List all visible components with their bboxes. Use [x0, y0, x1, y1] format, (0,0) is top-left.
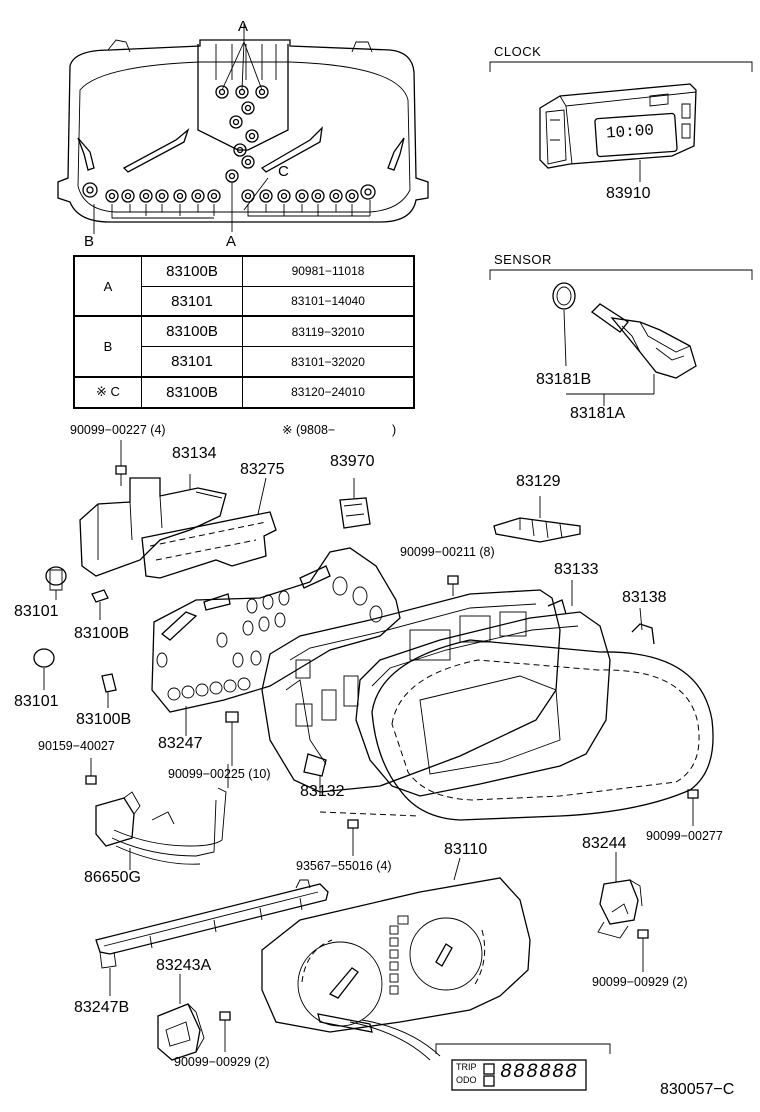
label-screw-00227: 90099−00227 (4): [70, 423, 166, 437]
label-83110: 83110: [444, 841, 488, 858]
cluster-exploded-view: [33, 440, 714, 870]
label-screw-00929-left: 90099−00929 (2): [174, 1055, 270, 1069]
label-83244: 83244: [582, 835, 627, 852]
table-ref-cell: 90981−11018: [242, 255, 415, 287]
label-83243a: 83243A: [156, 957, 212, 974]
label-date-note: ※ (9808−: [282, 423, 336, 437]
lcd-odo-label: ODO: [456, 1075, 477, 1085]
label-screw-55016: 93567−55016 (4): [296, 859, 392, 873]
label-screw-00211: 90099−00211 (8): [400, 545, 495, 559]
table-part-cell: 83100B: [141, 255, 243, 287]
table-group-cell: B: [73, 315, 142, 378]
table-part-cell: 83100B: [141, 376, 243, 409]
table-ref-cell: 83101−14040: [242, 285, 415, 317]
table-ref-cell: 83120−24010: [242, 376, 415, 409]
label-83101-lower: 83101: [14, 693, 59, 710]
table-part-cell: 83101: [141, 346, 243, 378]
clock-display-time: 10:00: [605, 121, 655, 143]
table-ref-cell: 83101−32020: [242, 346, 415, 378]
label-83101-upper: 83101: [14, 603, 59, 620]
table-row: B 83100B 83119−32010: [73, 315, 415, 378]
label-83970: 83970: [330, 453, 375, 470]
callout-a-top: A: [238, 18, 249, 35]
table-row: ※ C 83100B 83120−24010: [73, 376, 415, 409]
table-part-cell: 83101: [141, 285, 243, 317]
clock-header: CLOCK: [494, 44, 542, 59]
label-83129: 83129: [516, 473, 561, 490]
label-83247b: 83247B: [74, 999, 130, 1016]
callout-a-bottom: A: [226, 233, 237, 250]
label-83132: 83132: [300, 783, 345, 800]
sensor-part-b: 83181B: [536, 371, 592, 388]
label-83247: 83247: [158, 735, 203, 752]
clock-assembly: [489, 61, 753, 182]
label-screw-40027: 90159−40027: [38, 739, 115, 753]
lcd-digits: 888888: [500, 1061, 579, 1084]
table-group-cell: ※ C: [73, 376, 142, 409]
label-83100b-lower: 83100B: [76, 711, 132, 728]
label-date-paren: ): [392, 423, 397, 437]
table-row: 83101 83101−14040: [74, 285, 415, 317]
table-row: A 83100B 90981−11018: [73, 255, 415, 317]
sensor-header: SENSOR: [494, 252, 552, 267]
label-83275: 83275: [240, 461, 285, 478]
label-screw-00929-right: 90099−00929 (2): [592, 975, 688, 989]
table-ref-cell: 83119−32010: [242, 315, 415, 348]
sensor-assembly: [489, 269, 753, 406]
lcd-trip-label: TRIP: [456, 1062, 477, 1072]
label-screw-00225: 90099−00225 (10): [168, 767, 271, 781]
label-83138: 83138: [622, 589, 667, 606]
label-83134: 83134: [172, 445, 217, 462]
label-screw-00277: 90099−00277: [646, 829, 723, 843]
label-86650g: 86650G: [84, 869, 141, 886]
clock-part-number: 83910: [606, 185, 651, 202]
table-row: 83101 83101−32020: [74, 346, 415, 378]
table-part-cell: 83100B: [141, 315, 243, 348]
table-group-cell: A: [73, 255, 142, 317]
label-83133: 83133: [554, 561, 599, 578]
bulb-parts-table: A 83100B 90981−11018 83101 83101−14040 B…: [73, 255, 415, 409]
sensor-part-a: 83181A: [570, 405, 626, 422]
cluster-front-view: [95, 852, 649, 1091]
callout-c: C: [278, 163, 289, 180]
diagram-id: 830057−C: [660, 1081, 735, 1098]
cluster-rear-view: [57, 22, 429, 234]
callout-b: B: [84, 233, 95, 250]
label-83100b-upper: 83100B: [74, 625, 130, 642]
